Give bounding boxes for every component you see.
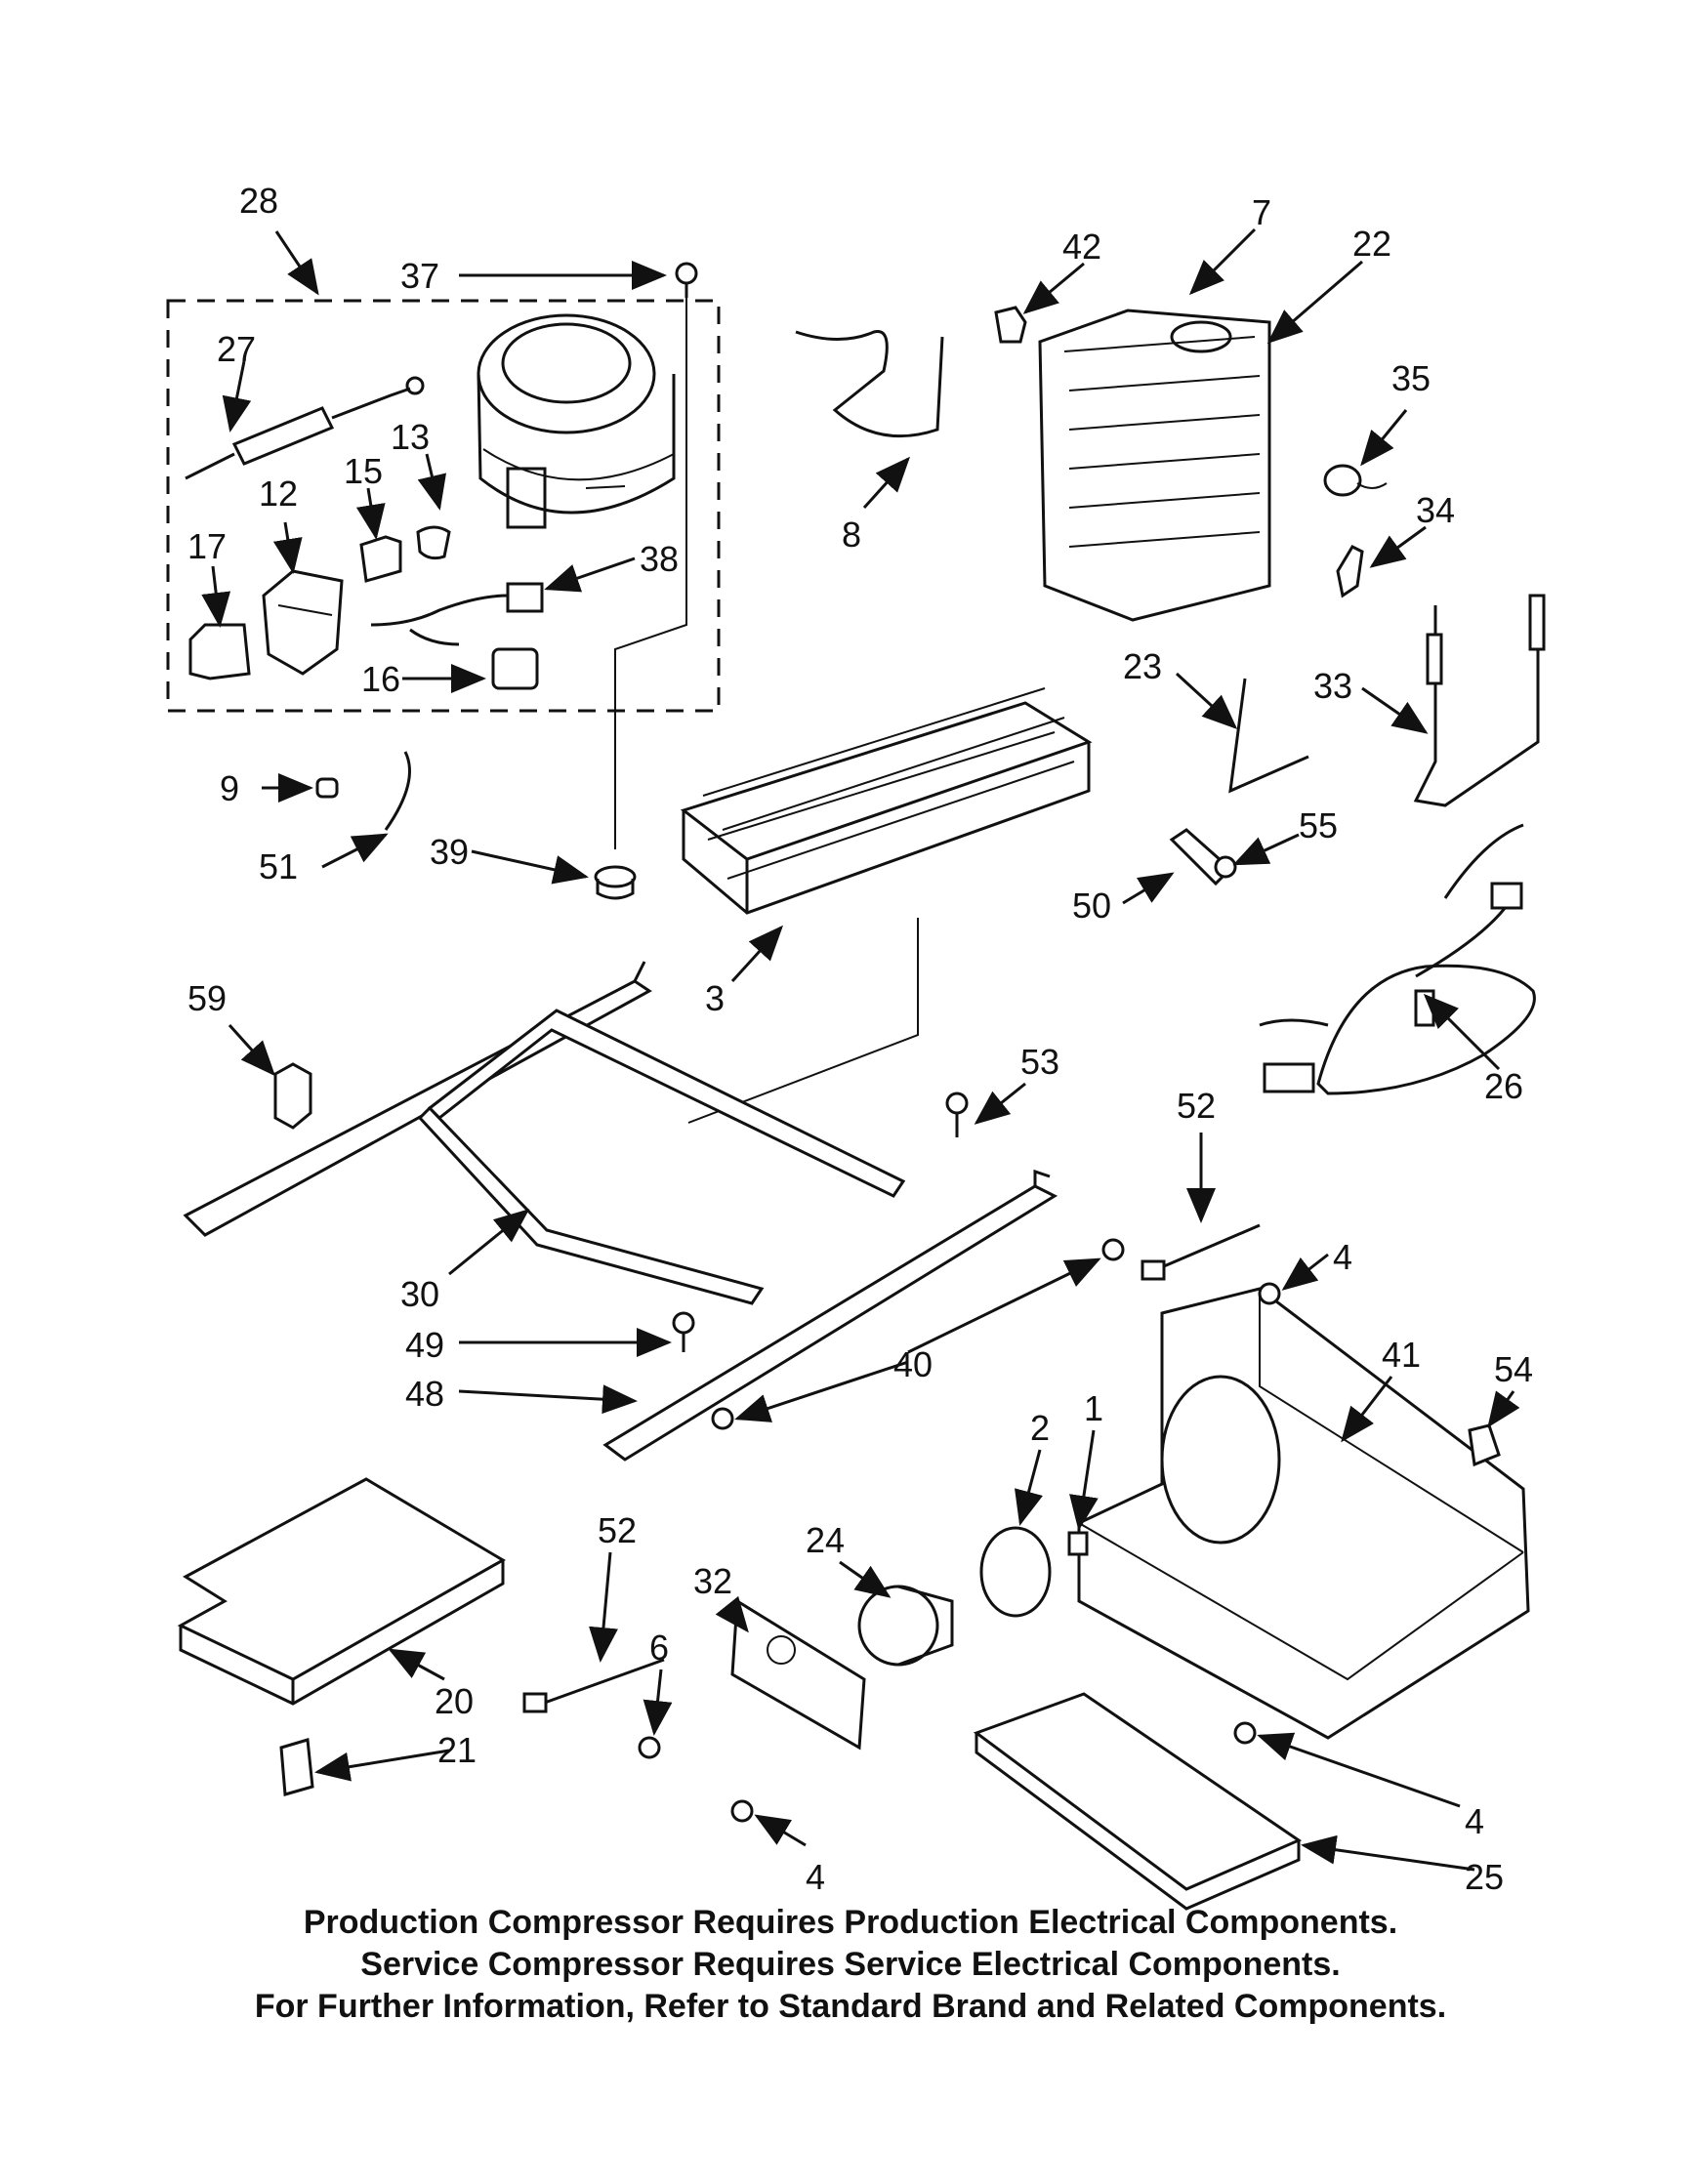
callout-52b: 52 xyxy=(598,1510,637,1550)
screw-part-4b xyxy=(1233,1721,1257,1745)
assembly-line xyxy=(614,298,687,849)
callout-50: 50 xyxy=(1072,886,1111,926)
callout-13: 13 xyxy=(391,417,430,457)
screw-part-40a xyxy=(1101,1238,1125,1261)
rail-part-48 xyxy=(602,1169,1058,1462)
callout-2: 2 xyxy=(1030,1408,1050,1448)
screw-part-4c xyxy=(730,1799,754,1823)
callout-22: 22 xyxy=(1352,224,1391,264)
callout-35: 35 xyxy=(1391,358,1431,398)
shroud-part-41 xyxy=(1077,1287,1530,1740)
callout-39: 39 xyxy=(430,832,469,872)
bracket-part-32 xyxy=(730,1598,866,1751)
callout-4a: 4 xyxy=(1333,1237,1352,1277)
callout-25: 25 xyxy=(1465,1857,1504,1897)
note-line-2: Service Compressor Requires Service Elec… xyxy=(360,1946,1341,1983)
motor-part-24 xyxy=(857,1585,954,1667)
callout-49: 49 xyxy=(405,1325,444,1365)
callout-21: 21 xyxy=(437,1730,477,1770)
callout-28: 28 xyxy=(239,181,278,221)
note-line-1: Production Compressor Requires Productio… xyxy=(303,1904,1398,1941)
callout-26: 26 xyxy=(1484,1066,1523,1106)
nut-part-54 xyxy=(1468,1423,1501,1467)
evaporator-part-22 xyxy=(1038,309,1271,622)
condenser-part-3 xyxy=(680,687,1093,1124)
callout-34: 34 xyxy=(1416,490,1455,530)
callout-1: 1 xyxy=(1084,1388,1103,1428)
grommet-part-39 xyxy=(594,865,637,900)
callout-12: 12 xyxy=(259,474,298,514)
callout-labels: 28 37 27 13 15 12 17 38 16 9 51 39 8 42 … xyxy=(187,181,1533,1897)
callout-23: 23 xyxy=(1123,646,1162,686)
harness-part-26 xyxy=(1259,823,1536,1095)
callout-16: 16 xyxy=(361,659,400,699)
tube-part-51 xyxy=(384,751,411,831)
screw-part-40b xyxy=(711,1407,734,1430)
fan-blade-part-2 xyxy=(979,1526,1052,1618)
foot-part-21 xyxy=(279,1738,314,1796)
clip-part-15 xyxy=(359,535,402,583)
sensor-part-35 xyxy=(1323,464,1388,497)
callout-51: 51 xyxy=(259,846,298,886)
tie-part-52b xyxy=(522,1658,665,1713)
drain-pan-part-25 xyxy=(973,1692,1303,1911)
callout-32: 32 xyxy=(693,1561,732,1601)
clip-part-1 xyxy=(1067,1531,1089,1556)
callout-30: 30 xyxy=(400,1274,439,1314)
callout-20: 20 xyxy=(435,1681,474,1721)
callout-53: 53 xyxy=(1020,1042,1059,1082)
screw-part-49 xyxy=(672,1311,695,1352)
callout-8: 8 xyxy=(842,515,861,555)
clip-part-59 xyxy=(273,1062,312,1130)
callout-37: 37 xyxy=(400,256,439,296)
drier-part-27 xyxy=(185,376,425,480)
clip-part-42 xyxy=(994,306,1027,344)
callout-54: 54 xyxy=(1494,1349,1533,1389)
callout-38: 38 xyxy=(640,539,679,579)
callout-52a: 52 xyxy=(1177,1086,1216,1126)
capacitor-part-16 xyxy=(491,647,539,690)
callout-41: 41 xyxy=(1382,1335,1421,1375)
tube-part-33 xyxy=(1413,594,1546,807)
callout-40: 40 xyxy=(893,1344,933,1384)
tube-part-23 xyxy=(1228,678,1309,794)
screw-part-37 xyxy=(675,262,698,298)
note-line-3: For Further Information, Refer to Standa… xyxy=(254,1988,1447,2025)
cap-part-9 xyxy=(315,777,339,799)
diagram-notes: Production Compressor Requires Productio… xyxy=(0,1902,1701,2028)
callout-48: 48 xyxy=(405,1374,444,1414)
callout-7: 7 xyxy=(1252,192,1271,232)
compressor-kit-box xyxy=(166,299,721,713)
callout-59: 59 xyxy=(187,978,227,1018)
leader-lines xyxy=(201,227,1520,1872)
tie-part-52a xyxy=(1141,1223,1261,1281)
callout-15: 15 xyxy=(344,451,383,491)
harness-part-38 xyxy=(370,582,544,646)
callout-6: 6 xyxy=(649,1628,669,1668)
callout-42: 42 xyxy=(1062,227,1101,267)
relay-part-12 xyxy=(262,569,344,676)
screw-part-53 xyxy=(945,1092,969,1137)
tube-part-8 xyxy=(795,330,944,438)
callout-33: 33 xyxy=(1313,666,1352,706)
callout-17: 17 xyxy=(187,526,227,566)
compressor-part xyxy=(477,313,676,529)
callout-4c: 4 xyxy=(806,1857,825,1897)
cover-part-17 xyxy=(188,623,251,680)
bracket-part-50 xyxy=(1169,828,1237,886)
clip-part-13 xyxy=(416,525,451,560)
cover-part-20 xyxy=(177,1477,506,1706)
screw-part-4a xyxy=(1258,1282,1281,1305)
callout-9: 9 xyxy=(220,768,239,808)
frame-part-30 xyxy=(183,961,906,1305)
callout-27: 27 xyxy=(217,329,256,369)
bracket-part-34 xyxy=(1336,545,1364,598)
callout-55: 55 xyxy=(1299,805,1338,845)
callout-3: 3 xyxy=(705,978,725,1018)
screw-part-6 xyxy=(638,1736,661,1759)
callout-4b: 4 xyxy=(1465,1801,1484,1841)
callout-24: 24 xyxy=(806,1520,845,1560)
